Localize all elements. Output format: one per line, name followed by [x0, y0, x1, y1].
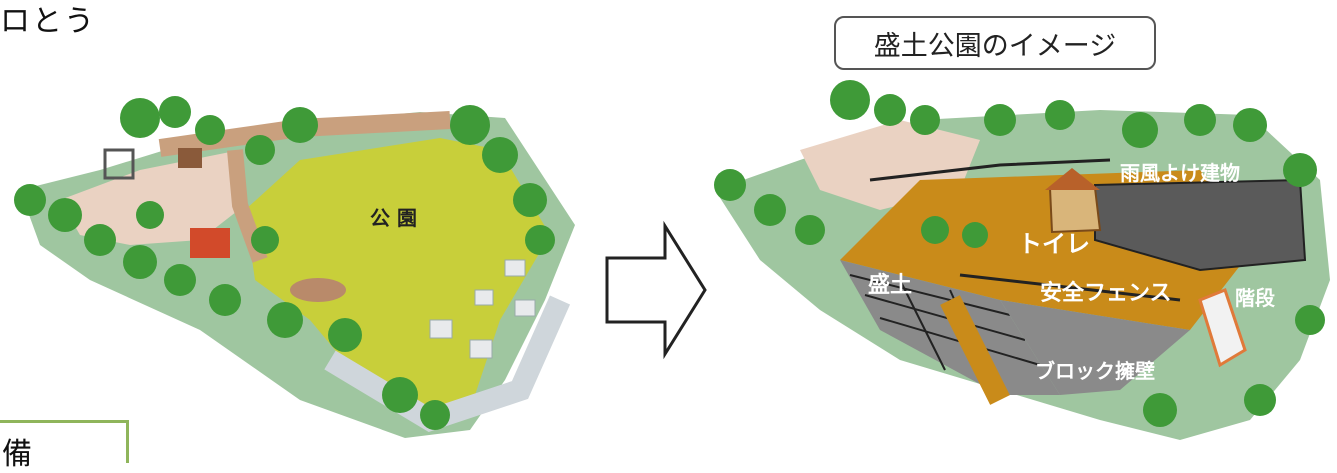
toilet-label: トイレ [1018, 230, 1090, 258]
right-fence-back [869, 158, 1111, 182]
right-ramp [940, 295, 1010, 405]
right-fence-front [959, 273, 1181, 302]
park-illustrations: 公 園 雨風よけ建物 ト [14, 80, 1330, 440]
transition-arrow [605, 220, 707, 360]
right-retaining-wall [840, 260, 1060, 395]
embankment-label: 盛土 [868, 272, 912, 298]
fence-label: 安全フェンス [1040, 280, 1172, 306]
left-park-label: 公 園 [370, 206, 417, 230]
shelter-label: 雨風よけ建物 [1120, 161, 1240, 185]
right-park-illustration: 雨風よけ建物 トイレ 盛土 安全フェンス 階段 ブロック擁壁 [714, 80, 1330, 440]
left-trees [14, 96, 555, 430]
right-toilet-roof [1045, 168, 1100, 190]
right-toilet-building [1048, 187, 1102, 234]
left-park-illustration: 公 園 [14, 96, 575, 438]
left-gazebo [178, 148, 202, 168]
left-sandbox [290, 278, 346, 302]
left-swing [103, 148, 135, 180]
right-retaining-wall-front [1000, 300, 1190, 395]
right-trees [714, 80, 1325, 427]
image-caption: 盛土公園のイメージ [834, 16, 1156, 70]
stairs-label: 階段 [1235, 286, 1275, 310]
left-walkway [324, 295, 571, 433]
left-plaza [60, 150, 245, 245]
left-play-equipment [190, 228, 230, 258]
right-stairs [1198, 288, 1247, 368]
retaining-wall-label: ブロック擁壁 [1035, 359, 1155, 383]
left-houses [429, 259, 536, 359]
cropped-heading-fragment: ロとう [0, 4, 96, 39]
arrow-shape [605, 220, 707, 360]
